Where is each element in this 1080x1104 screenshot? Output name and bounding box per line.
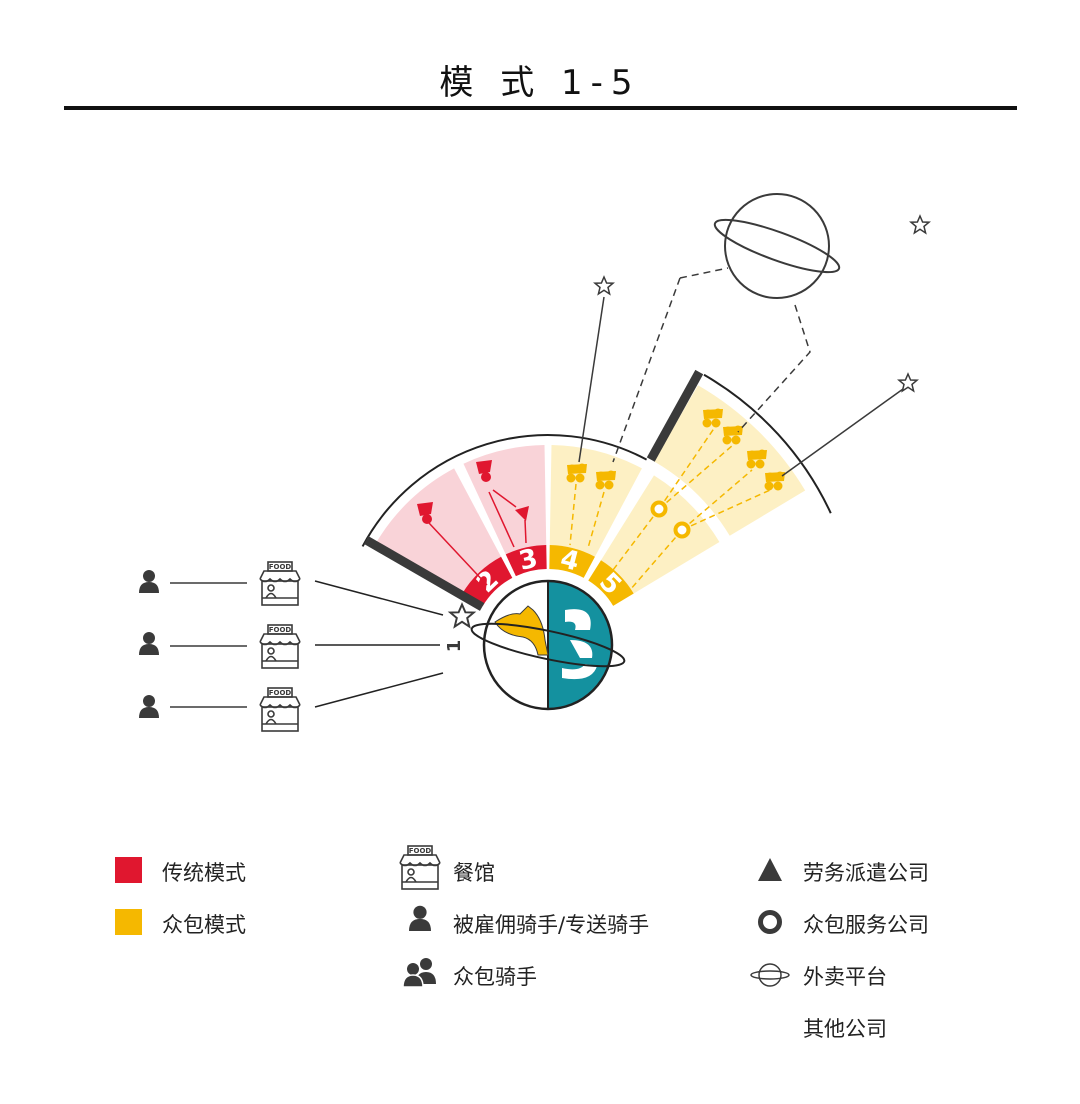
- row-3: FOOD: [139, 672, 444, 732]
- link-line-dashed: [612, 508, 660, 571]
- link-line-dashed: [681, 469, 753, 531]
- mode-5-outer-sector: [654, 385, 806, 536]
- legend-store-sign-text: FOOD: [409, 847, 432, 855]
- labor-agency-icon: [515, 506, 529, 521]
- employed-rider-icon: [481, 472, 491, 482]
- legend-triangle-icon: [758, 858, 782, 881]
- link-line: [492, 489, 517, 508]
- legend-platform: 外卖平台: [803, 965, 887, 989]
- platform-globe-logo: [470, 579, 626, 711]
- link-line: [488, 491, 515, 548]
- fan-outer-arc: [361, 434, 648, 547]
- crowd-rider-icon: [702, 408, 723, 428]
- legend-planet-icon: [750, 963, 790, 987]
- legend-crowd: 众包模式: [162, 913, 246, 937]
- star-icon: [898, 373, 918, 392]
- row-1: FOOD: [139, 561, 444, 616]
- other-company-links: [578, 296, 904, 477]
- mode-4-tab: [549, 545, 595, 578]
- legend-restaurant: 餐馆: [453, 861, 495, 885]
- store-sign-text: FOOD: [269, 626, 292, 634]
- star-icon: [594, 276, 614, 295]
- platform-links: [612, 267, 811, 463]
- link-line-dashed: [569, 483, 577, 546]
- outer-edge-bar: [646, 369, 704, 462]
- crowd-rider-icon: [746, 449, 767, 469]
- legend-crowd-rider: 众包骑手: [453, 965, 537, 989]
- legend-other: 其他公司: [803, 1017, 887, 1041]
- store-sign-text: FOOD: [269, 563, 292, 571]
- legend-labor-agency: 劳务派遣公司: [803, 861, 929, 885]
- link-line: [524, 519, 527, 544]
- employed-rider-icon: [422, 514, 432, 524]
- mode-2-tab: [462, 556, 513, 606]
- page-title: 模 式 1-5: [439, 63, 641, 103]
- link-line-dashed: [658, 426, 716, 510]
- employed-rider-icon: [139, 632, 159, 655]
- legend-traditional-swatch: [115, 857, 142, 883]
- restaurant-rows: FOOD FOOD FOOD: [139, 561, 444, 732]
- employed-rider-icon: [417, 502, 433, 516]
- row-2: FOOD: [139, 624, 440, 669]
- crowd-rider-icon: [595, 470, 616, 490]
- legend-crowd-swatch: [115, 909, 142, 935]
- link-line-dashed: [681, 489, 771, 531]
- link-line-dashed: [658, 444, 734, 510]
- legend-crowd-rider-icon: [402, 958, 436, 988]
- link-line: [428, 522, 488, 586]
- crowd-rider-icon: [722, 425, 743, 445]
- mode-5-tab: [588, 560, 634, 606]
- crowd-rider-icon: [566, 463, 587, 483]
- crowd-service-icon: [673, 521, 691, 539]
- title-divider: [64, 106, 1017, 110]
- legend-crowd-service: 众包服务公司: [803, 913, 929, 937]
- star-icon: [910, 215, 930, 234]
- mode-3-tab: [505, 545, 547, 577]
- outer-fan-arc: [703, 373, 832, 514]
- legend-star-icon: [449, 603, 475, 628]
- employed-rider-icon: [139, 570, 159, 593]
- legend-ring-icon: [758, 910, 782, 934]
- legend-employed-rider-icon: [409, 905, 431, 931]
- legend-traditional: 传统模式: [162, 861, 246, 885]
- link-line-dashed: [629, 529, 683, 591]
- employed-rider-icon: [139, 695, 159, 718]
- mode-2-sector: [376, 468, 502, 594]
- mode-number-1: 1: [444, 640, 465, 653]
- platform-planet-icon: [713, 193, 841, 299]
- employed-rider-icon: [476, 460, 492, 474]
- crowd-service-icon: [650, 500, 668, 518]
- store-sign-text: FOOD: [269, 689, 292, 697]
- crowd-rider-icon: [764, 471, 785, 491]
- mode-5-sector: [600, 475, 720, 594]
- fan-edge-bar: [363, 536, 485, 611]
- legend-employed-rider: 被雇佣骑手/专送骑手: [453, 913, 650, 937]
